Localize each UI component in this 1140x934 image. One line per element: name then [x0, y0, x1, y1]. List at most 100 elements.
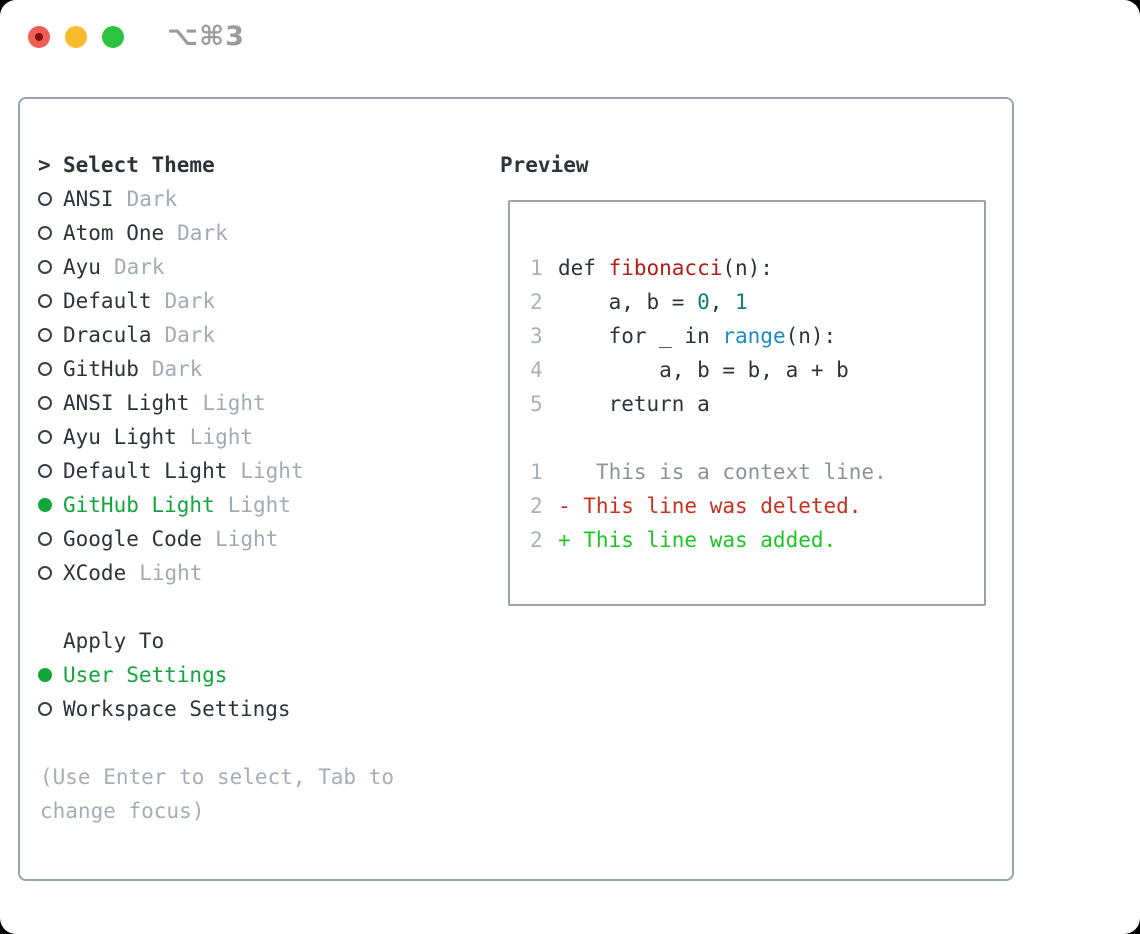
theme-option[interactable]: Dracula Dark: [38, 318, 304, 352]
title-bar: ⌥⌘3: [0, 0, 1140, 72]
preview-code-line: 3 for _ in range(n):: [530, 319, 984, 353]
theme-picker-panel: > Select Theme ANSI Dark Atom One Dark A…: [18, 97, 1014, 881]
radio-icon: [38, 396, 52, 410]
line-number: 1: [530, 256, 543, 280]
code-segment: fibonacci: [608, 256, 723, 280]
theme-option[interactable]: Ayu Light Light: [38, 420, 304, 454]
line-number: 2: [530, 528, 543, 552]
theme-variant-tag: Dark: [164, 323, 216, 347]
theme-variant-tag: Light: [240, 459, 304, 483]
preview-code-line: 2 + This line was added.: [530, 523, 984, 557]
theme-option[interactable]: ANSI Light Light: [38, 386, 304, 420]
theme-option[interactable]: ANSI Dark: [38, 182, 304, 216]
theme-name: Google Code: [63, 527, 203, 551]
radio-icon: [38, 260, 52, 274]
preview-code-line: 2 a, b = 0, 1: [530, 285, 984, 319]
theme-variant-tag: Dark: [151, 357, 203, 381]
theme-name: Default: [63, 289, 152, 313]
close-button[interactable]: [28, 26, 50, 48]
code-segment: def: [558, 256, 609, 280]
apply-to-name: Workspace Settings: [63, 697, 291, 721]
code-segment: (n):: [785, 324, 837, 348]
code-segment: - This line was deleted.: [558, 494, 862, 518]
radio-icon: [38, 702, 52, 716]
apply-to-option[interactable]: Workspace Settings: [38, 692, 304, 726]
theme-variant-tag: Dark: [164, 289, 216, 313]
code-segment: This is a context line.: [558, 460, 887, 484]
radio-icon: [38, 362, 52, 376]
apply-to-option[interactable]: User Settings: [38, 658, 304, 692]
theme-variant-tag: Light: [189, 425, 254, 449]
theme-name: GitHub: [63, 357, 139, 381]
radio-icon: [38, 464, 52, 478]
apply-to-name: User Settings: [63, 663, 228, 687]
line-number: 2: [530, 494, 543, 518]
theme-name: Default Light: [63, 459, 228, 483]
theme-variant-tag: Light: [202, 391, 266, 415]
code-segment: range: [722, 324, 786, 348]
theme-variant-tag: Dark: [177, 221, 228, 245]
theme-option[interactable]: Atom One Dark: [38, 216, 304, 250]
theme-option[interactable]: Ayu Dark: [38, 250, 304, 284]
zoom-button[interactable]: [102, 26, 124, 48]
select-theme-header-row: > Select Theme: [38, 148, 304, 182]
select-theme-header: Select Theme: [63, 153, 215, 177]
radio-icon: [38, 430, 52, 444]
theme-name: ANSI: [63, 187, 114, 211]
theme-variant-tag: Light: [139, 561, 203, 585]
preview-code-line: 2 - This line was deleted.: [530, 489, 984, 523]
theme-option[interactable]: Google Code Light: [38, 522, 304, 556]
theme-list: ANSI Dark Atom One Dark Ayu Dark Default…: [38, 182, 304, 590]
radio-icon: [38, 294, 52, 308]
theme-variant-tag: Light: [215, 527, 279, 551]
preview-code-line: 5 return a: [530, 387, 984, 421]
preview-lines: 1 def fibonacci(n): 2 a, b = 0, 1 3 for …: [530, 251, 984, 557]
line-number: 4: [530, 358, 543, 382]
apply-to-header: Apply To: [63, 629, 165, 653]
radio-icon: [38, 192, 52, 206]
theme-name: XCode: [63, 561, 127, 585]
theme-name: ANSI Light: [63, 391, 190, 415]
keyboard-hint: (Use Enter to select, Tab to change focu…: [40, 765, 395, 823]
theme-option[interactable]: GitHub Dark: [38, 352, 304, 386]
code-segment: a, b = b, a + b: [558, 358, 849, 382]
theme-variant-tag: Light: [227, 493, 291, 517]
code-segment: 1: [735, 290, 748, 314]
radio-icon: [38, 498, 52, 512]
radio-icon: [38, 226, 52, 240]
preview-box: 1 def fibonacci(n): 2 a, b = 0, 1 3 for …: [508, 200, 986, 606]
theme-name: Ayu Light: [63, 425, 177, 449]
radio-icon: [38, 566, 52, 580]
theme-name: Atom One: [63, 221, 165, 245]
window-title: ⌥⌘3: [167, 21, 245, 52]
theme-name: Dracula: [63, 323, 152, 347]
theme-name: Ayu: [63, 255, 101, 279]
close-button-dot: [35, 33, 43, 41]
spacer: [38, 590, 304, 624]
theme-option[interactable]: GitHub Light Light: [38, 488, 304, 522]
code-segment: + This line was added.: [558, 528, 837, 552]
radio-icon: [38, 532, 52, 546]
theme-option[interactable]: Default Dark: [38, 284, 304, 318]
selection-caret-icon: >: [38, 153, 51, 177]
preview-code-line: [530, 421, 984, 455]
preview-code-line: 4 a, b = b, a + b: [530, 353, 984, 387]
line-number: 5: [530, 392, 543, 416]
theme-name: GitHub Light: [63, 493, 215, 517]
preview-code-line: 1 def fibonacci(n):: [530, 251, 984, 285]
line-number: 3: [530, 324, 543, 348]
preview-header: Preview: [500, 153, 589, 177]
minimize-button[interactable]: [65, 26, 87, 48]
radio-icon: [38, 328, 52, 342]
radio-icon: [38, 668, 52, 682]
theme-option[interactable]: XCode Light: [38, 556, 304, 590]
theme-option[interactable]: Default Light Light: [38, 454, 304, 488]
theme-variant-tag: Dark: [126, 187, 178, 211]
code-segment: 0: [697, 290, 710, 314]
line-number: 2: [530, 290, 543, 314]
theme-variant-tag: Dark: [113, 255, 165, 279]
apply-to-header-row: Apply To: [38, 624, 304, 658]
code-segment: a, b =: [558, 290, 698, 314]
code-segment: return a: [558, 392, 710, 416]
